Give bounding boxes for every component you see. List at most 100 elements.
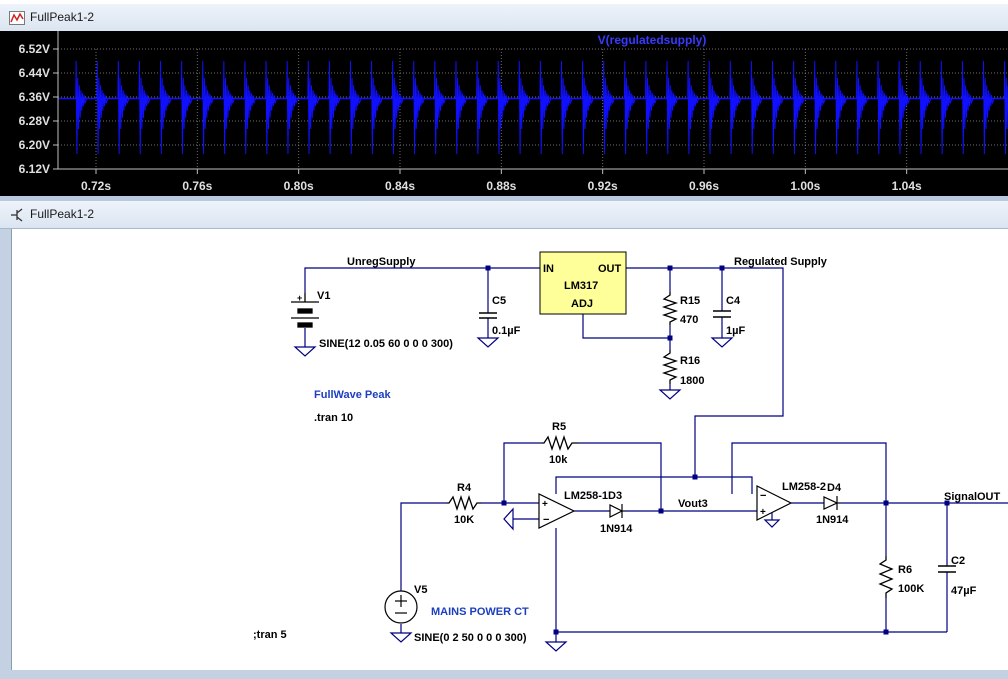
r4-resistor[interactable]	[446, 494, 482, 512]
trace-spike	[982, 60, 995, 155]
r6-value[interactable]: 100K	[898, 583, 924, 595]
trace-spike	[412, 60, 425, 155]
y-tick-label: 6.36V	[19, 90, 50, 104]
trace-spike	[666, 60, 679, 155]
c2-label[interactable]: C2	[951, 555, 965, 567]
waveform-window-titlebar[interactable]: FullPeak1-2	[0, 4, 1008, 32]
c5-value[interactable]: 0.1µF	[492, 325, 521, 337]
r6-resistor[interactable]	[878, 556, 894, 598]
trace-spike	[898, 60, 911, 155]
comment-mains[interactable]: MAINS POWER CT	[431, 606, 529, 618]
trace-spike	[159, 60, 172, 155]
wire-unreg-supply[interactable]	[304, 267, 540, 293]
v1-value[interactable]: SINE(12 0.05 60 0 0 0 300)	[319, 338, 453, 350]
r16-resistor[interactable]	[661, 350, 679, 384]
directive-tran10[interactable]: .tran 10	[314, 412, 353, 424]
x-tick-label: 0.88s	[486, 179, 516, 193]
d4-diode[interactable]	[823, 496, 841, 510]
net-label-signalout[interactable]: SignalOUT	[944, 491, 1001, 503]
r15-resistor[interactable]	[661, 292, 679, 325]
trace-spike	[349, 60, 362, 155]
wire-adj[interactable]	[582, 314, 670, 339]
c4-capacitor[interactable]	[713, 310, 731, 318]
c2-value[interactable]: 47µF	[951, 585, 977, 597]
trace-name[interactable]: V(regulatedsupply)	[598, 33, 707, 47]
directive-tran5[interactable]: ;tran 5	[253, 629, 287, 641]
schematic-frame: + + − − +	[0, 229, 1008, 679]
y-tick-label: 6.28V	[19, 114, 50, 128]
lm317-regulator[interactable]	[539, 251, 627, 315]
schematic-canvas[interactable]: + + − − +	[11, 229, 1008, 670]
wire-r5-right[interactable]	[579, 442, 662, 511]
lm317-in-pin: IN	[543, 263, 554, 275]
wire-u2-feedback[interactable]	[731, 442, 887, 503]
x-tick-label: 0.76s	[182, 179, 212, 193]
trace-spike	[750, 60, 763, 155]
r16-value[interactable]: 1800	[680, 375, 704, 387]
trace-spike	[940, 60, 953, 155]
x-tick-label: 0.84s	[385, 179, 415, 193]
d3-diode[interactable]	[609, 504, 626, 518]
r4-label[interactable]: R4	[457, 482, 472, 494]
d3-label[interactable]: D3	[608, 490, 622, 502]
v5-sine-source[interactable]	[384, 590, 418, 624]
d3-value[interactable]: 1N914	[600, 523, 633, 535]
c2-capacitor[interactable]	[938, 565, 956, 573]
trace-spike	[813, 60, 826, 155]
trace-spike	[518, 60, 531, 155]
net-label-unreg[interactable]: UnregSupply	[347, 256, 416, 268]
c4-value[interactable]: 1µF	[726, 325, 745, 337]
x-tick-label: 0.72s	[81, 179, 111, 193]
y-tick-label: 6.52V	[19, 42, 50, 56]
trace-spike	[729, 60, 742, 155]
lm317-out-pin: OUT	[598, 263, 622, 275]
r15-value[interactable]: 470	[680, 314, 698, 326]
c5-capacitor[interactable]	[479, 312, 497, 319]
r5-label[interactable]: R5	[552, 421, 566, 433]
d4-label[interactable]: D4	[827, 482, 842, 494]
schematic-window-titlebar[interactable]: FullPeak1-2	[0, 201, 1008, 229]
trace-spike	[328, 60, 341, 155]
net-label-vout3[interactable]: Vout3	[678, 498, 708, 510]
trace-spike	[539, 60, 552, 155]
wire-r5-loop[interactable]	[503, 442, 541, 503]
trace-spike	[497, 60, 510, 155]
v1-source-symbol[interactable]: +	[291, 293, 319, 328]
u1-opamp[interactable]: + −	[538, 493, 576, 529]
v1-label[interactable]: V1	[317, 290, 330, 302]
ground-icon	[293, 346, 317, 357]
wire-v5-r4[interactable]	[400, 502, 446, 591]
r16-label[interactable]: R16	[680, 355, 700, 367]
lm317-label: LM317	[564, 280, 598, 292]
u1-label[interactable]: LM258-1	[564, 490, 608, 502]
trace-line	[58, 60, 1008, 155]
r5-value[interactable]: 10k	[549, 454, 568, 466]
wire-regulated-out[interactable]	[626, 267, 784, 477]
trace-spike	[602, 60, 615, 155]
trace-spike	[286, 60, 299, 155]
wire-u1-supply[interactable]	[555, 476, 753, 494]
svg-text:+: +	[760, 507, 766, 518]
trace-spike	[645, 60, 657, 155]
r6-label[interactable]: R6	[898, 564, 912, 576]
net-label-regulated[interactable]: Regulated Supply	[734, 256, 828, 268]
trace-spike	[265, 60, 278, 155]
comment-fullwave[interactable]: FullWave Peak	[314, 389, 392, 401]
svg-text:−: −	[543, 514, 549, 526]
u2-label[interactable]: LM258-2	[782, 481, 826, 493]
c4-label[interactable]: C4	[726, 295, 741, 307]
c5-label[interactable]: C5	[492, 295, 506, 307]
x-tick-label: 0.80s	[284, 179, 314, 193]
d4-value[interactable]: 1N914	[816, 514, 849, 526]
r4-value[interactable]: 10K	[454, 514, 474, 526]
v5-label[interactable]: V5	[414, 584, 427, 596]
v5-value[interactable]: SINE(0 2 50 0 0 0 300)	[414, 632, 527, 644]
svg-text:+: +	[297, 293, 302, 303]
u2-opamp[interactable]: − +	[756, 485, 793, 521]
r5-resistor[interactable]	[541, 434, 579, 452]
r15-label[interactable]: R15	[680, 295, 700, 307]
trace-spike	[919, 60, 932, 155]
